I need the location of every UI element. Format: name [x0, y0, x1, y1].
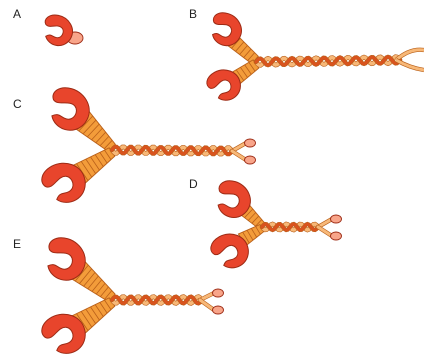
- panel-label-a: A: [13, 8, 21, 20]
- panel-label-e: E: [13, 238, 21, 250]
- panel-a-fragment: [39, 12, 83, 50]
- tail-globule: [331, 232, 342, 240]
- tail-fork: [318, 215, 342, 240]
- tail-globule: [213, 306, 224, 314]
- panel-b-molecule: [204, 9, 424, 106]
- tail-fork: [232, 139, 256, 164]
- panel-e-molecule: [38, 232, 224, 358]
- tail-globule: [245, 139, 256, 147]
- panel-d-molecule: [208, 176, 342, 273]
- tail-globule: [245, 156, 256, 164]
- tail-globule: [331, 215, 342, 223]
- coiled-coil-tail: [262, 224, 318, 230]
- panel-label-c: C: [13, 98, 22, 110]
- tail-fork: [200, 289, 224, 314]
- myosin-head: [39, 12, 77, 50]
- panel-label-d: D: [189, 178, 198, 190]
- coiled-coil-tail: [112, 147, 232, 154]
- coiled-coil-tail: [256, 57, 400, 66]
- coiled-coil-tail: [112, 297, 200, 304]
- panel-label-b: B: [189, 8, 197, 20]
- tail-globule: [213, 289, 224, 297]
